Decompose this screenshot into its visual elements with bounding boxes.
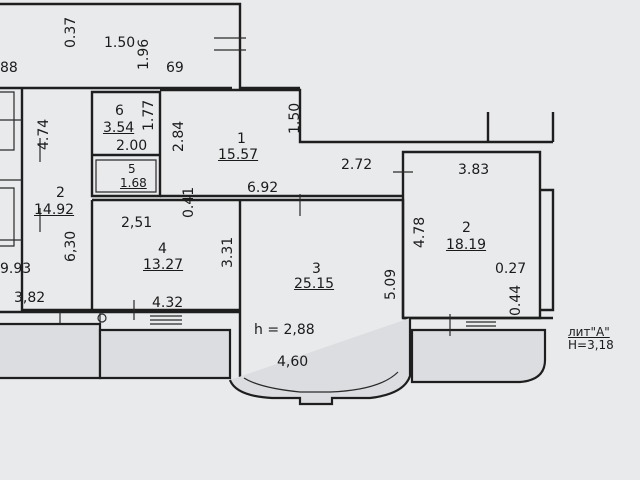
wall-top-left: [0, 2, 300, 90]
room-1-number: 1: [237, 131, 246, 147]
dim-3-83: 3.83: [458, 162, 490, 178]
dim-2-72: 2.72: [341, 157, 373, 173]
dim-2-00: 2.00: [116, 138, 148, 154]
wall-left-room2: [20, 88, 92, 312]
door-marks: [39, 37, 451, 336]
balcony-center: [98, 328, 232, 380]
wall-small-rooms: [90, 90, 162, 198]
room-5-number: 5: [128, 162, 136, 176]
bay-window: [228, 318, 412, 406]
dim-2-84: 2.84: [171, 120, 187, 152]
bay-window-inner: [243, 371, 399, 393]
dim-1-77: 1.77: [141, 99, 157, 131]
dim-0-27: 0.27: [495, 261, 527, 277]
room-4-number: 4: [158, 241, 167, 257]
building-height: Н=3,18: [568, 338, 614, 352]
dim-0-41: 0.41: [181, 186, 197, 218]
stair-hatch: [150, 315, 496, 327]
lit-label: лит"А": [568, 325, 610, 339]
shaft-box-1: [0, 91, 15, 151]
wall-right-window: [540, 188, 555, 312]
room-2-right-number: 2: [462, 220, 471, 236]
room-6-number: 6: [115, 103, 124, 119]
dim-4-78: 4.78: [412, 216, 428, 248]
wall-bottom: [0, 310, 553, 320]
dim-3-31: 3.31: [220, 236, 236, 268]
dim-4-32: 4.32: [152, 295, 184, 311]
dim-4-60: 4,60: [277, 354, 309, 370]
room-2-left-number: 2: [56, 185, 65, 201]
wall-balcony-top: [486, 112, 555, 142]
room-5-area: 1.68: [120, 176, 147, 190]
room-2-left-area: 14.92: [34, 202, 75, 218]
room-4-area: 13.27: [143, 257, 184, 273]
meter-icon: [97, 313, 107, 323]
dim-2-51: 2,51: [121, 215, 153, 231]
dim-88: 88: [0, 60, 18, 76]
dim-3-82: 3,82: [14, 290, 46, 306]
dim-1-96: 1.96: [136, 38, 152, 70]
ceiling-height: h = 2,88: [254, 322, 315, 338]
room-3-area: 25.15: [294, 276, 335, 292]
room-6-area: 3.54: [103, 120, 135, 136]
dim-0-37: 0.37: [63, 16, 79, 48]
wall-inner-lines: [0, 119, 157, 378]
balcony-right: [410, 328, 547, 384]
dim-0-44: 0.44: [508, 284, 524, 316]
wall-room3: [238, 198, 405, 380]
dim-1-50-mid: 1.50: [287, 102, 303, 134]
wall-room1-top: [160, 88, 553, 144]
room-3-number: 3: [312, 261, 321, 277]
dim-1-50-top: 1.50: [104, 35, 136, 51]
dim-9-93: 9.93: [0, 261, 32, 277]
dim-5-09: 5.09: [383, 268, 399, 300]
dim-4-74: 4.74: [36, 118, 52, 150]
dim-6-92: 6.92: [247, 180, 279, 196]
balcony-left: [0, 322, 102, 380]
shaft-box-2: [0, 187, 15, 247]
dim-69: 69: [166, 60, 184, 76]
room-2-right-area: 18.19: [446, 237, 487, 253]
dim-6-30: 6,30: [63, 230, 79, 262]
room-1-area: 15.57: [218, 147, 259, 163]
